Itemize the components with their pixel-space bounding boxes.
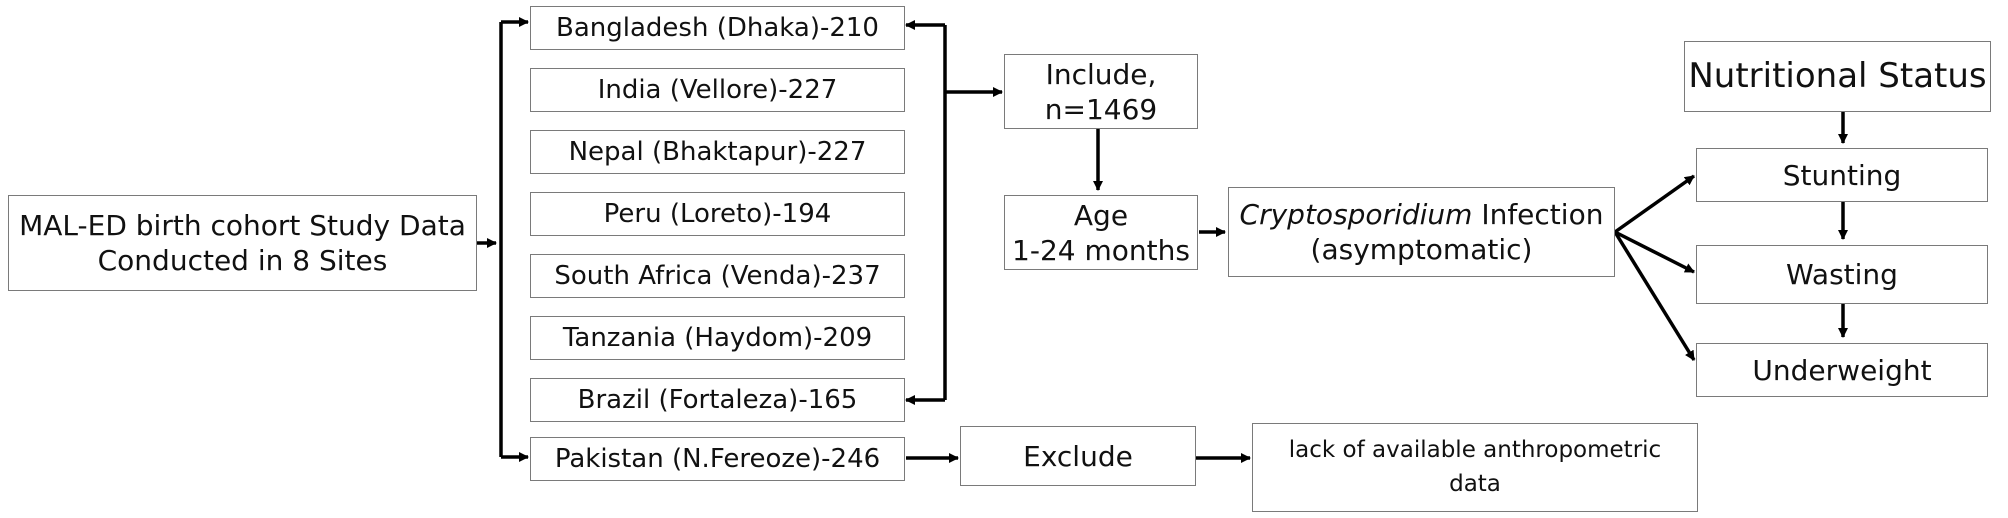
site-label: Tanzania (Haydom)-209 [562, 322, 873, 353]
exclude-box: Exclude [960, 426, 1196, 486]
reason-line1: lack of available anthropometric [1288, 437, 1662, 464]
exclude-label: Exclude [1023, 439, 1133, 473]
site-label: Bangladesh (Dhaka)-210 [556, 12, 879, 43]
arrow-to-wasting [1614, 230, 1695, 274]
site-label: South Africa (Venda)-237 [554, 260, 881, 291]
infection-line2: (asymptomatic) [1310, 233, 1533, 266]
site-label: Pakistan (N.Fereoze)-246 [554, 443, 881, 474]
site-box-nepal: Nepal (Bhaktapur)-227 [530, 130, 905, 174]
site-box-pakistan: Pakistan (N.Fereoze)-246 [530, 437, 905, 481]
source-box: MAL-ED birth cohort Study Data Conducted… [8, 195, 477, 291]
age-line2: 1-24 months [1012, 233, 1190, 267]
age-box: Age 1-24 months [1004, 195, 1198, 270]
outcome-box-wasting: Wasting [1696, 245, 1988, 304]
infection-box: Cryptosporidium Infection (asymptomatic) [1228, 187, 1615, 277]
site-label: Brazil (Fortaleza)-165 [577, 384, 858, 415]
arrow-to-stunting [1613, 174, 1696, 234]
include-line2: n=1469 [1044, 92, 1158, 126]
include-line1: Include, [1045, 57, 1157, 91]
include-box: Include, n=1469 [1004, 54, 1198, 129]
site-box-tanzania: Tanzania (Haydom)-209 [530, 316, 905, 360]
nutrition-title: Nutritional Status [1688, 56, 1987, 97]
site-box-peru: Peru (Loreto)-194 [530, 192, 905, 236]
reason-line2: data [1449, 470, 1501, 497]
nutrition-title-box: Nutritional Status [1684, 41, 1991, 112]
outcome-label: Stunting [1782, 158, 1902, 192]
source-line2: Conducted in 8 Sites [97, 244, 388, 277]
site-label: Peru (Loreto)-194 [603, 198, 832, 229]
outcome-label: Wasting [1786, 258, 1898, 291]
site-box-india: India (Vellore)-227 [530, 68, 905, 112]
site-box-bangladesh: Bangladesh (Dhaka)-210 [530, 6, 905, 50]
outcome-box-underweight: Underweight [1696, 343, 1988, 397]
site-box-south-africa: South Africa (Venda)-237 [530, 254, 905, 298]
exclusion-reason-box: lack of available anthropometric data [1252, 423, 1698, 512]
site-label: India (Vellore)-227 [597, 74, 838, 105]
site-box-brazil: Brazil (Fortaleza)-165 [530, 378, 905, 422]
site-label: Nepal (Bhaktapur)-227 [568, 136, 867, 167]
age-line1: Age [1073, 198, 1129, 232]
outcome-box-stunting: Stunting [1696, 148, 1988, 202]
outcome-label: Underweight [1752, 353, 1932, 387]
infection-label: Infection [1472, 198, 1604, 231]
arrow-to-underweight [1613, 231, 1696, 361]
source-line1: MAL-ED birth cohort Study Data [19, 209, 466, 242]
infection-organism: Cryptosporidium [1239, 198, 1473, 231]
